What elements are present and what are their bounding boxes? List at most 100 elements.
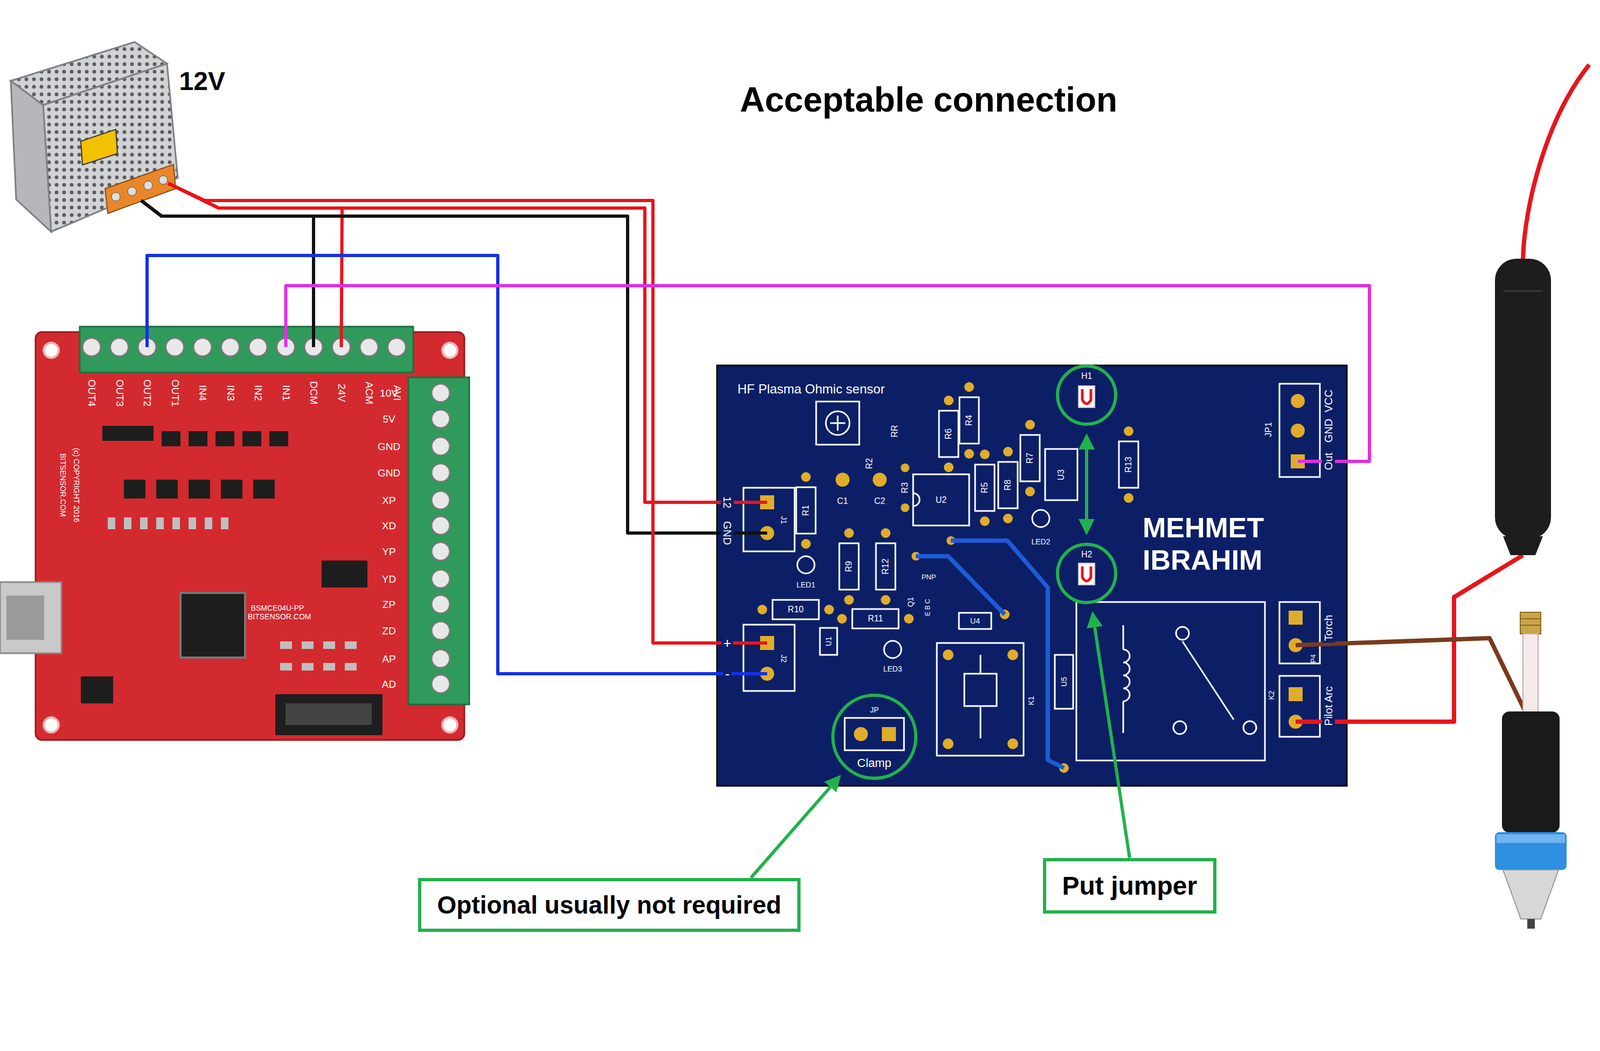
terminal-outline	[743, 487, 795, 552]
pin-label: GND	[377, 441, 401, 452]
pin-label: K1	[1027, 695, 1035, 705]
torch-wires	[1295, 64, 1590, 722]
smd-parts	[344, 662, 357, 671]
pin-label: IN3	[225, 384, 236, 401]
pad	[964, 381, 975, 392]
pin-label: OUT2	[142, 379, 153, 407]
controller-board: BSMCE04U-PP BITSENSOR.COM	[35, 326, 470, 740]
pin-label: R7	[1025, 452, 1035, 464]
chip	[102, 425, 154, 441]
pad	[1003, 513, 1013, 524]
power-supply-unit	[111, 192, 121, 201]
plasma-torch	[1520, 611, 1541, 634]
pad	[801, 538, 811, 549]
pad	[942, 649, 954, 660]
pin-label: YP	[381, 546, 396, 557]
chip-outline	[958, 612, 992, 629]
pad	[801, 471, 811, 482]
pin-label: Out	[1322, 450, 1335, 472]
pin-label: R6	[944, 428, 953, 440]
pad	[979, 449, 990, 459]
terminal-screw	[387, 337, 407, 357]
terminal-screw	[431, 383, 450, 693]
relay-k2	[1123, 649, 1130, 701]
pin-label: 12	[720, 494, 734, 510]
smd-parts	[285, 703, 372, 725]
resistor-symbol	[998, 461, 1018, 509]
relay-k1	[936, 642, 1024, 756]
controller-board-drawing	[0, 581, 62, 653]
power-supply-unit	[10, 80, 52, 232]
chip	[161, 430, 181, 447]
callout-box: Put jumper	[1042, 857, 1217, 914]
pin-label: BITSENSOR.COM	[59, 453, 67, 517]
terminal-screw	[431, 490, 450, 510]
pin-label: R3	[900, 482, 910, 493]
chip-outline	[819, 627, 838, 655]
plasma-torch	[1520, 617, 1541, 619]
smd-parts	[301, 641, 314, 649]
smd-parts	[172, 517, 180, 530]
jumper	[1082, 388, 1091, 404]
resistor-symbol	[975, 464, 995, 511]
pad	[1288, 610, 1303, 625]
smd-parts	[301, 662, 314, 671]
power-supply-unit	[127, 186, 137, 196]
chip	[253, 479, 275, 499]
pin-label: R10	[787, 604, 804, 614]
pad	[844, 527, 854, 538]
power-supply-unit	[143, 181, 153, 190]
node-text: MEHMET IBRAHIM	[1142, 511, 1305, 577]
terminal-screw	[431, 436, 450, 456]
pin-label: +	[721, 634, 733, 651]
terminal-screw	[431, 594, 450, 614]
pin-label: RR	[890, 424, 900, 437]
pin-label: LED2	[1031, 537, 1050, 546]
pin-label: AP	[381, 653, 396, 664]
pad	[844, 594, 854, 605]
power-supply: 12V	[10, 40, 232, 238]
chip	[180, 592, 246, 658]
pad	[824, 604, 834, 615]
pad	[880, 594, 891, 605]
smd-parts	[280, 641, 292, 649]
resistor-symbol	[772, 599, 819, 619]
pad	[943, 462, 954, 472]
pin-label: R13	[1124, 456, 1133, 472]
torch-cable-sleeve	[1503, 536, 1543, 555]
wire	[141, 200, 314, 347]
ohmic-sensor-pcb: HF Plasma Ohmic sensorMEHMET IBRAHIMH1H2…	[717, 365, 1347, 786]
pcb-trace	[915, 540, 1064, 768]
smd-parts	[220, 517, 229, 530]
pin-label: IN1	[280, 384, 291, 401]
jumper	[1078, 562, 1095, 585]
chip-outline	[1045, 448, 1078, 500]
pin-label: DCM	[308, 380, 319, 405]
smd-parts	[123, 517, 132, 530]
plasma-torch	[1522, 633, 1539, 715]
diagram-title: Acceptable connection	[740, 80, 1118, 121]
pin-label: XP	[381, 495, 396, 506]
resistor-symbol	[772, 397, 1139, 629]
pin-label: Torch	[1322, 613, 1335, 643]
wire	[168, 183, 768, 503]
resistor-symbol	[1020, 434, 1040, 482]
terminal-outline	[1279, 675, 1320, 737]
pin-label: (c) COPYRIGHT 2016	[72, 447, 81, 523]
pin-label: Pilot Arc	[1322, 684, 1335, 727]
pad	[757, 604, 768, 615]
jumper	[1078, 385, 1095, 408]
chip	[123, 479, 146, 499]
pad	[1123, 492, 1134, 503]
pad	[835, 472, 850, 487]
pin-label: U2	[935, 495, 947, 505]
terminal-screw	[221, 337, 240, 357]
terminal-screw	[165, 337, 185, 357]
terminal-outline	[1279, 383, 1320, 477]
jumper	[1082, 566, 1091, 581]
smd-parts	[344, 641, 357, 649]
smd-parts	[323, 662, 336, 671]
relay-k2	[1182, 641, 1234, 720]
controller-board-drawing	[408, 377, 470, 705]
node-text: H1	[1081, 371, 1092, 381]
